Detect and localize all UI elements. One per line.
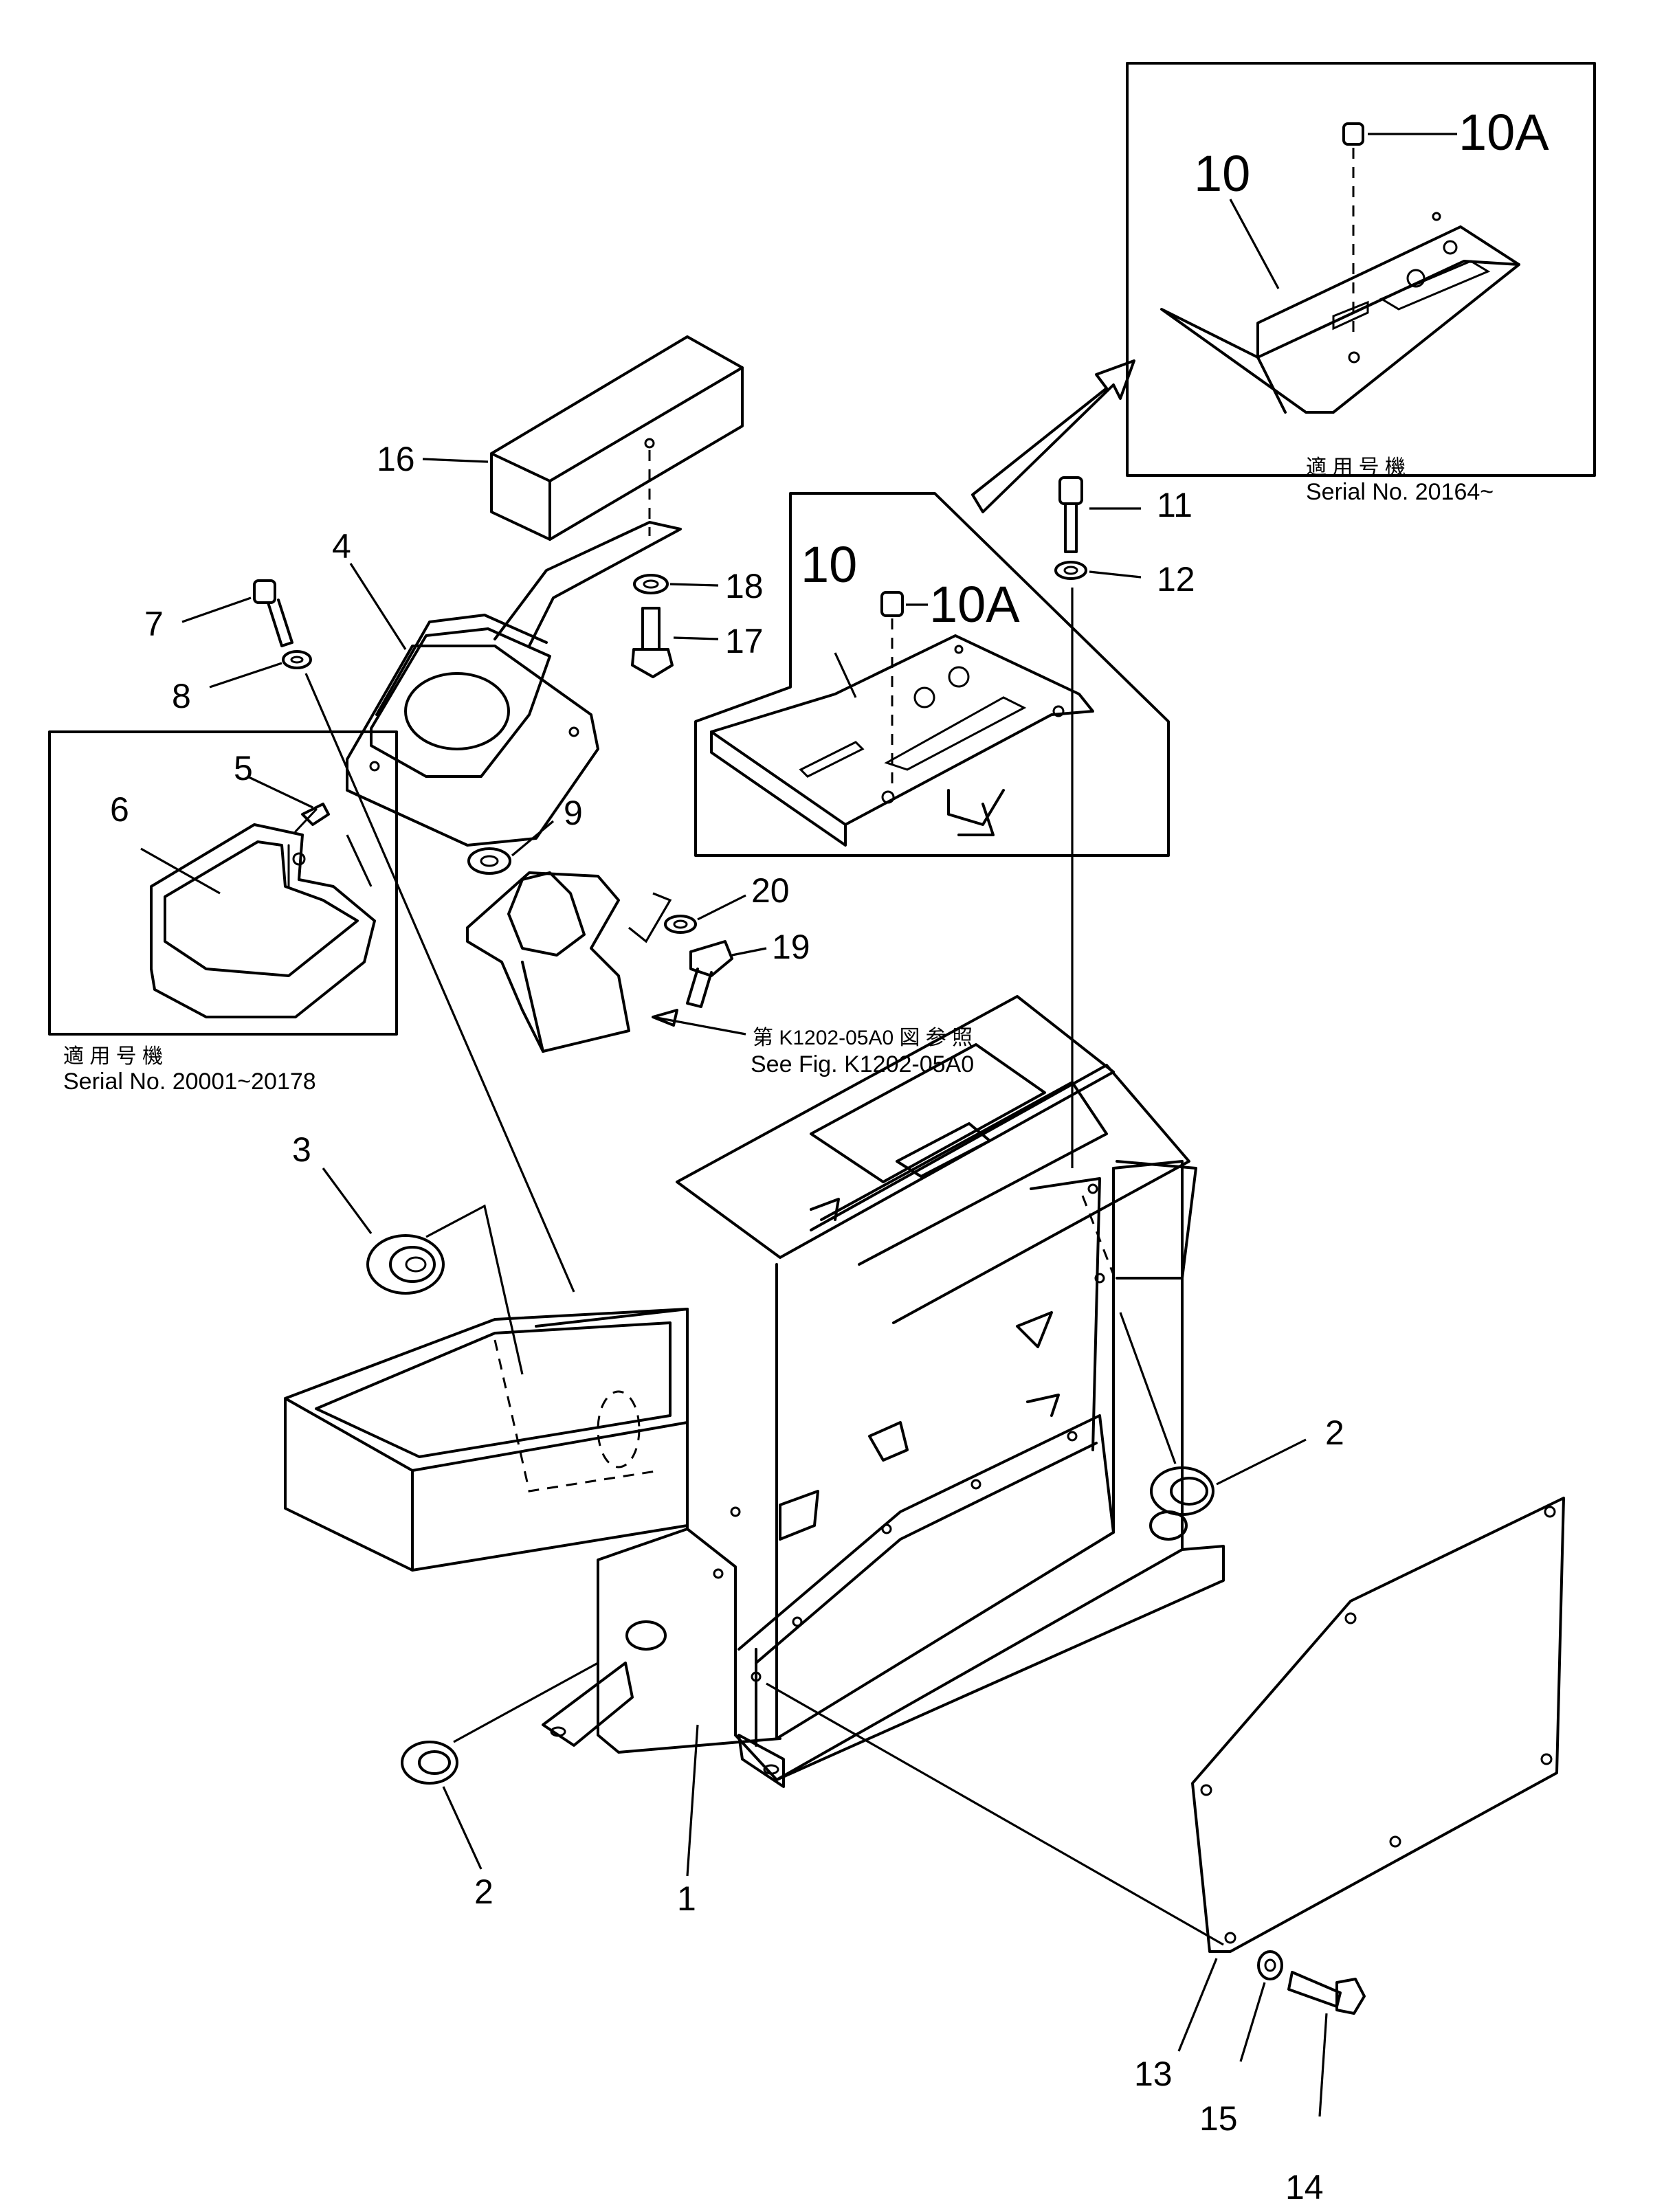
- callout-9: 9: [564, 794, 583, 832]
- callout-12: 12: [1157, 560, 1195, 599]
- callout-6: 6: [110, 790, 129, 829]
- callout-2-right: 2: [1325, 1414, 1344, 1452]
- grommet-2-right: [1119, 1312, 1307, 1516]
- control-lever-9: [466, 820, 746, 1053]
- callout-10-top: 10: [1194, 145, 1250, 202]
- callout-5: 5: [234, 749, 253, 787]
- inset-left: 5 6 適 用 号 機 Serial No. 20001~20178: [48, 730, 398, 1095]
- bolt-14: [1287, 1971, 1366, 2117]
- reference-caption: 第 K1202-05A0 図 参 照: [753, 1027, 973, 1049]
- callout-4: 4: [332, 527, 351, 566]
- callout-16: 16: [377, 440, 415, 478]
- inset-left-serial: Serial No. 20001~20178: [63, 1069, 316, 1095]
- grommet-2-left: [401, 1662, 599, 1870]
- callout-18: 18: [725, 567, 764, 605]
- callout-7: 7: [144, 605, 164, 643]
- inset-top-right: 10 10A 適 用 号 機 Serial No. 20164~: [971, 62, 1596, 513]
- washer-15: [1239, 1950, 1283, 2062]
- callout-17: 17: [725, 622, 764, 660]
- washer-20: [664, 894, 746, 934]
- assembly-line-5: [346, 834, 373, 887]
- inset-middle: 10 10A: [694, 492, 1170, 857]
- callout-19: 19: [772, 928, 810, 966]
- callout-10a-mid: 10A: [929, 576, 1020, 633]
- callout-14: 14: [1285, 2168, 1324, 2207]
- callout-3: 3: [292, 1130, 311, 1169]
- inset-top-right-serial: Serial No. 20164~: [1306, 479, 1494, 505]
- washer-18: [633, 574, 719, 594]
- grommet-3: [322, 1168, 524, 1375]
- bolt-17: [631, 607, 719, 678]
- assembly-line-7: [304, 673, 575, 1293]
- callout-10a-top: 10A: [1458, 104, 1549, 161]
- callout-20: 20: [751, 871, 790, 910]
- inset-top-right-caption: 適 用 号 機: [1306, 456, 1406, 479]
- callout-13: 13: [1134, 2055, 1173, 2093]
- callout-15: 15: [1199, 2099, 1238, 2138]
- inset-left-caption: 適 用 号 機: [63, 1045, 163, 1068]
- callout-10-mid: 10: [801, 536, 857, 593]
- callout-2-left: 2: [474, 1873, 493, 1911]
- bolt-7: [181, 579, 293, 647]
- bolt-11: [1058, 476, 1141, 553]
- console-body-1: [284, 995, 1225, 1877]
- callout-8: 8: [172, 677, 191, 715]
- boot-4: [346, 521, 682, 847]
- washer-12: [1054, 561, 1142, 580]
- callout-1: 1: [677, 1879, 696, 1918]
- bolt-19: [686, 940, 767, 1008]
- washer-8: [209, 650, 312, 689]
- callout-11: 11: [1157, 486, 1192, 524]
- armrest-pad-16: [422, 335, 744, 541]
- cover-plate-13: [766, 1497, 1565, 2052]
